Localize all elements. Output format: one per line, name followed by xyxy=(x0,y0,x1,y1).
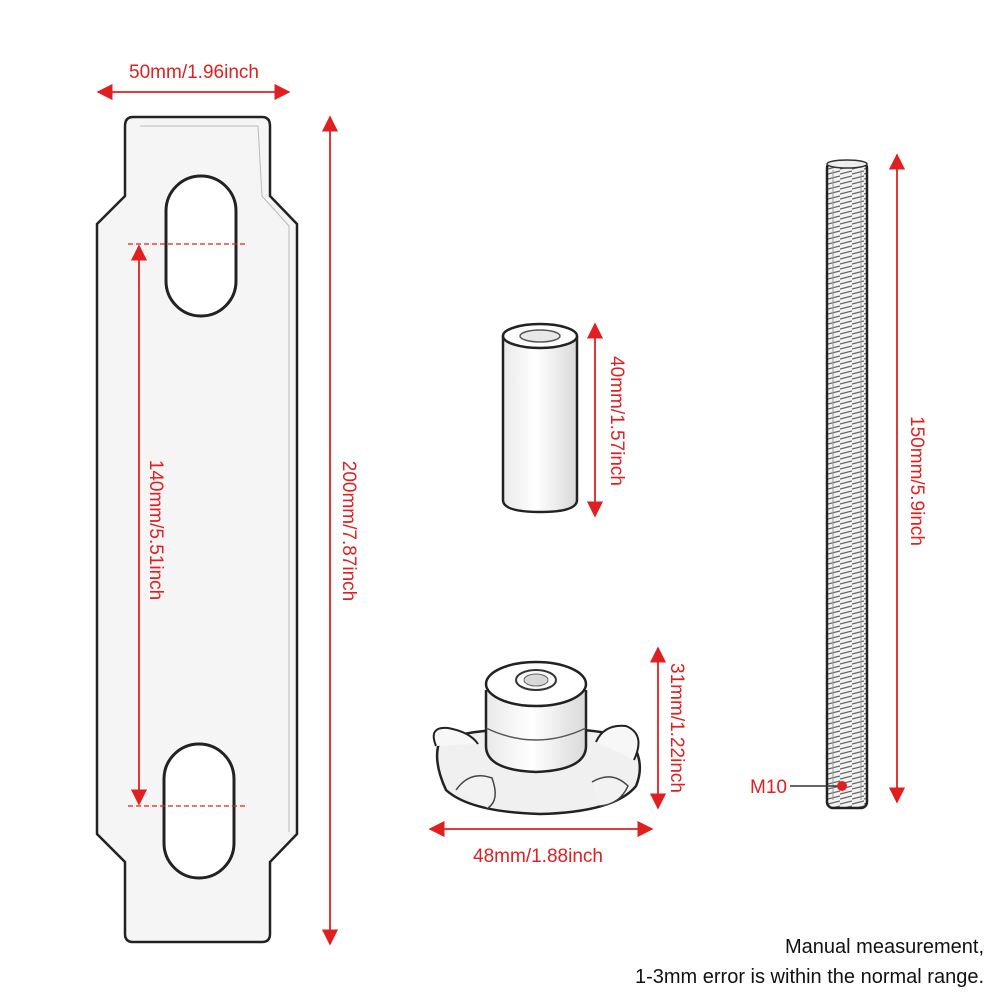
measurement-note-line2: 1-3mm error is within the normal range. xyxy=(634,966,984,988)
plate-width-label: 50mm/1.96inch xyxy=(129,62,259,83)
threaded-rod xyxy=(825,159,869,810)
measurement-note: Manual measurement, 1-3mm error is withi… xyxy=(635,932,984,992)
spacer-tube xyxy=(501,322,579,514)
spacer-length-label: 40mm/1.57inch xyxy=(606,356,627,486)
plate-height-label: 200mm/7.87inch xyxy=(338,461,359,601)
lower-slot xyxy=(162,742,236,880)
knob-height-label: 31mm/1.22inch xyxy=(666,663,687,793)
slot-spacing-label: 140mm/5.51inch xyxy=(145,460,166,600)
knob-diameter-label: 48mm/1.88inch xyxy=(473,846,603,867)
thread-size-label: M10 xyxy=(750,777,787,798)
rod-length-label: 150mm/5.9inch xyxy=(906,416,927,546)
mounting-plate xyxy=(95,115,299,944)
plate-height-dimension: 200mm/7.87inch xyxy=(321,115,359,946)
knob-height-dimension: 31mm/1.22inch xyxy=(649,646,687,810)
upper-slot xyxy=(164,174,238,318)
slot-spacing-dimension: 140mm/5.51inch xyxy=(128,243,245,807)
plate-width-dimension: 50mm/1.96inch xyxy=(96,62,291,101)
knob-diameter-dimension: 48mm/1.88inch xyxy=(428,820,654,867)
thread-size-callout: M10 xyxy=(750,777,847,798)
spacer-length-dimension: 40mm/1.57inch xyxy=(586,322,627,518)
rod-length-dimension: 150mm/5.9inch xyxy=(888,153,927,804)
measurement-note-line1: Manual measurement, xyxy=(785,936,984,958)
star-knob xyxy=(432,660,642,816)
